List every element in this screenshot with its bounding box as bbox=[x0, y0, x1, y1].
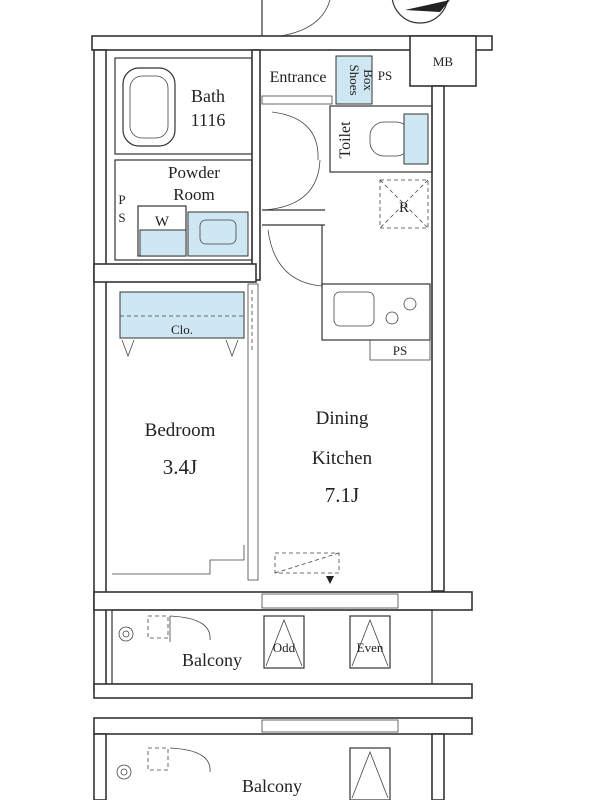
powder-room-label-2: Room bbox=[173, 185, 215, 204]
bath-label: Bath bbox=[191, 86, 225, 106]
shoes-box-label-1: Shoes bbox=[347, 64, 362, 95]
lower-balcony: Balcony bbox=[116, 747, 391, 800]
entrance-area: Entrance bbox=[261, 69, 333, 105]
corridor-doors bbox=[262, 111, 325, 287]
ps-left-label-1: P bbox=[118, 192, 125, 207]
compass-icon bbox=[391, 0, 450, 24]
lower-left-wall bbox=[93, 733, 107, 800]
entrance-door-arc bbox=[261, 0, 331, 39]
lower-right-wall bbox=[431, 733, 445, 800]
shoes-box-label-2: Box bbox=[361, 69, 376, 91]
bath-area: Bath 1116 bbox=[114, 57, 253, 155]
balcony-odd-label: Odd bbox=[273, 640, 296, 655]
shoes-box: Shoes Box bbox=[335, 55, 376, 105]
window-band bbox=[93, 591, 473, 611]
bedroom-size: 3.4J bbox=[163, 455, 197, 479]
refrigerator-space: R bbox=[379, 179, 429, 229]
aircon-unit bbox=[274, 552, 340, 584]
bath-size: 1116 bbox=[191, 110, 226, 130]
bath-entrance-wall bbox=[251, 49, 261, 281]
entrance-label: Entrance bbox=[270, 69, 327, 86]
balcony-railing bbox=[93, 683, 473, 699]
balcony: Balcony Odd Even bbox=[111, 609, 433, 685]
right-wall bbox=[431, 85, 445, 592]
dining-label: Dining bbox=[316, 408, 369, 429]
powder-room-label-1: Powder bbox=[168, 163, 220, 182]
powder-bedroom-wall bbox=[93, 263, 257, 283]
ps-kitchen-label: PS bbox=[393, 343, 407, 358]
toilet-area: Toilet bbox=[329, 105, 433, 173]
bedroom-label: Bedroom bbox=[145, 420, 216, 441]
kitchen-counter: PS bbox=[321, 283, 431, 361]
closet-label: Clo. bbox=[171, 322, 193, 337]
bedroom-wall-jog bbox=[112, 545, 245, 575]
powder-room: Powder Room W bbox=[114, 159, 253, 261]
lower-window-band bbox=[93, 717, 473, 735]
ps-top-label: PS bbox=[378, 68, 392, 83]
toilet-label: Toilet bbox=[337, 121, 354, 159]
washer-label: W bbox=[155, 214, 170, 230]
balcony-even-label: Even bbox=[357, 640, 384, 655]
balcony-label: Balcony bbox=[182, 650, 242, 670]
top-wall bbox=[91, 35, 493, 51]
refrigerator-label: R bbox=[399, 200, 409, 216]
dining-kitchen-size: 7.1J bbox=[325, 483, 359, 507]
mb-label: MB bbox=[433, 54, 454, 69]
window-sash bbox=[261, 593, 399, 609]
kitchen-label: Kitchen bbox=[312, 448, 373, 469]
lower-balcony-label: Balcony bbox=[242, 776, 302, 796]
closet: Clo. bbox=[119, 291, 245, 358]
mb-box bbox=[409, 35, 477, 87]
ps-left-label-2: S bbox=[118, 210, 125, 225]
bedroom-divider-wall bbox=[247, 283, 259, 581]
lower-window-sash bbox=[261, 719, 399, 733]
